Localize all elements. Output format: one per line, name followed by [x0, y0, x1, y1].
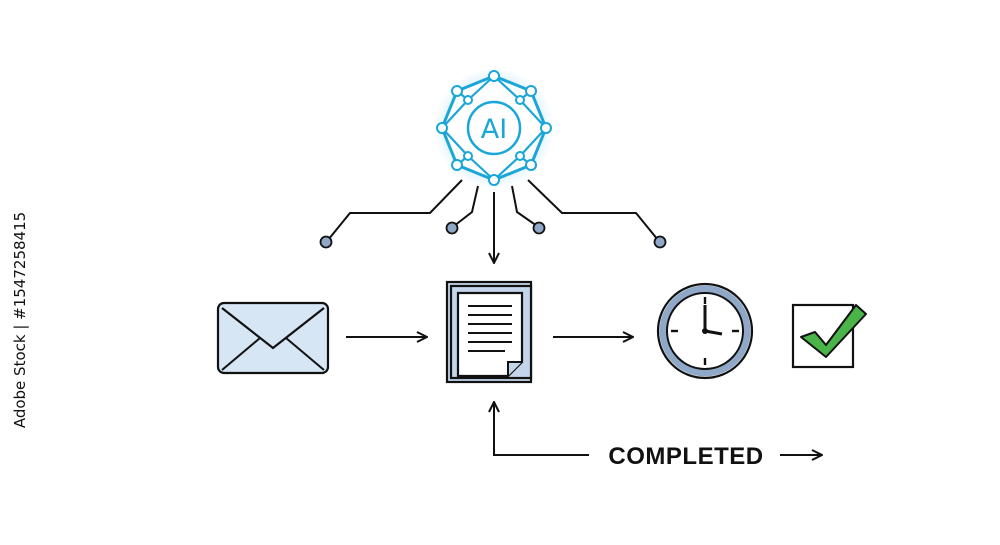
clock-ticks: [671, 297, 739, 365]
trace-left-outer: [327, 179, 463, 241]
ai-chip-label: AI: [481, 114, 507, 145]
trace-right-inner: [511, 185, 538, 227]
completed-label: COMPLETED: [608, 443, 763, 470]
ai-chip-icon: AI: [434, 68, 554, 188]
circuit-trace-nodes: [319, 221, 667, 249]
ai-chip-core: [466, 100, 522, 156]
checkmark-icon: [791, 303, 867, 369]
envelope-icon: [216, 301, 330, 375]
document-text-lines: [468, 305, 512, 352]
trace-left-inner: [453, 185, 479, 227]
circuit-traces: [327, 179, 659, 241]
trace-right-outer: [527, 179, 659, 241]
documents-icon: [445, 280, 533, 384]
clock-icon: [656, 282, 754, 380]
ai-chip-nodes: [436, 70, 552, 186]
loop-back-arrow: [494, 402, 589, 456]
